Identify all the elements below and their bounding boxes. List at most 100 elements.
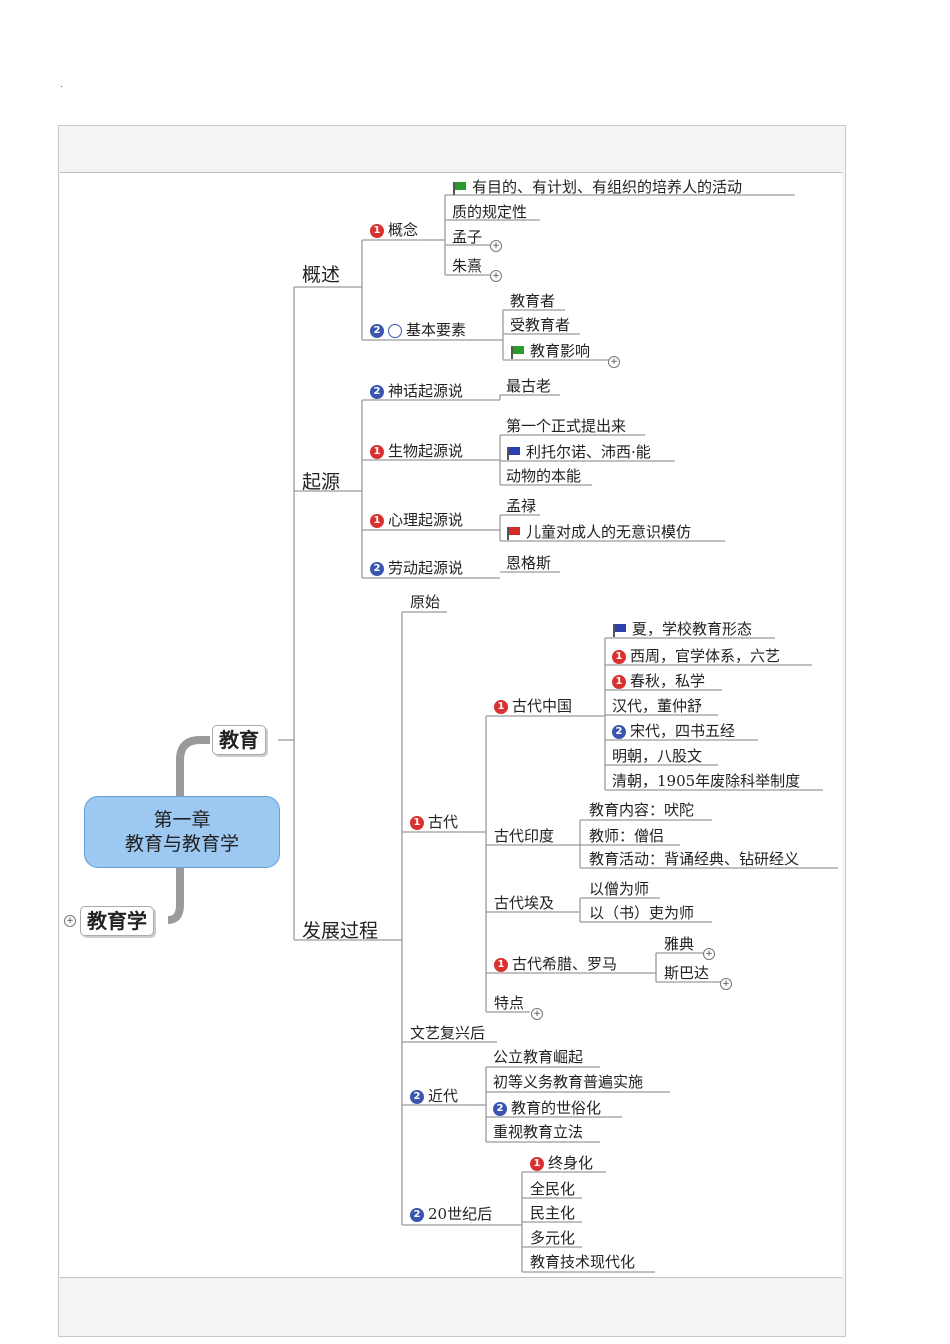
topic-shenhua-label: 神话起源说 [388,382,464,400]
c20-item[interactable]: 教育技术现代化 [530,1253,636,1271]
elements-item-text: 教育影响 [530,342,591,360]
topic-jiaoyu[interactable]: 教育 [212,725,266,755]
priority-2-icon: 2 [493,1102,507,1116]
elements-item[interactable]: 受教育者 [510,316,571,334]
flag-blue-icon [613,624,626,637]
china-item-text: 宋代，四书五经 [630,722,736,740]
egypt-item[interactable]: 以僧为师 [589,880,650,898]
topic-ancient-india[interactable]: 古代印度 [494,827,555,845]
expand-mengzi-icon[interactable]: + [490,240,502,252]
priority-1-icon: 1 [410,816,424,830]
topic-qiyuan[interactable]: 起源 [302,471,341,493]
concept-item[interactable]: 质的规定性 [452,203,528,221]
priority-1-icon: 1 [612,650,626,664]
origin-item[interactable]: 恩格斯 [506,554,552,572]
priority-2-icon: 2 [410,1090,424,1104]
topic-wenyi[interactable]: 文艺复兴后 [410,1024,486,1042]
china-item[interactable]: 清朝，1905年废除科举制度 [612,772,801,790]
page-marker: . [60,80,63,90]
expand-zhuxi-icon[interactable]: + [490,270,502,282]
origin-item[interactable]: 动物的本能 [506,467,582,485]
flag-red-icon [507,527,520,540]
priority-1-icon: 1 [530,1157,544,1171]
topic-jiaoyuxue[interactable]: 教育学 [80,906,154,936]
priority-1-icon: 1 [494,958,508,972]
topic-tedian[interactable]: 特点 [494,994,525,1012]
india-item[interactable]: 教育活动：背诵经典、钻研经义 [589,850,800,868]
concept-item[interactable]: 朱熹 [452,257,483,275]
c20-item[interactable]: 多元化 [530,1229,576,1247]
root-topic[interactable]: 第一章 教育与教育学 [84,796,280,868]
priority-2-icon: 2 [612,725,626,739]
c20-item[interactable]: 1 终身化 [530,1153,593,1173]
topic-gudai-label: 古代 [428,813,459,831]
greece-item[interactable]: 雅典 [664,935,695,953]
china-item[interactable]: 2 宋代，四书五经 [612,721,735,741]
china-item-text: 夏，学校教育形态 [632,620,753,638]
concept-item[interactable]: 孟子 [452,228,483,246]
topic-shengwu-label: 生物起源说 [388,442,464,460]
topic-20th-century[interactable]: 2 20世纪后 [410,1204,492,1224]
india-item[interactable]: 教育内容：吠陀 [589,801,695,819]
expand-sparta-icon[interactable]: + [720,978,732,990]
origin-item[interactable]: 第一个正式提出来 [506,417,627,435]
topic-ancient-egypt[interactable]: 古代埃及 [494,894,555,912]
expand-tedian-icon[interactable]: + [531,1008,543,1020]
topic-fazhan[interactable]: 发展过程 [302,920,379,942]
china-item[interactable]: 夏，学校教育形态 [612,619,752,639]
topic-laodong[interactable]: 2 劳动起源说 [370,558,463,578]
topic-gaishu[interactable]: 概述 [302,264,341,286]
topic-xinli[interactable]: 1 心理起源说 [370,510,463,530]
elements-item[interactable]: 教育影响 [510,341,590,361]
topic-jindai[interactable]: 2 近代 [410,1086,458,1106]
expand-jiaoyuxue-icon[interactable]: + [64,915,76,927]
origin-item[interactable]: 最古老 [506,377,552,395]
origin-item[interactable]: 儿童对成人的无意识模仿 [506,522,691,542]
topic-jindai-label: 近代 [428,1087,459,1105]
topic-shengwu[interactable]: 1 生物起源说 [370,441,463,461]
priority-1-icon: 1 [612,675,626,689]
elements-item[interactable]: 教育者 [510,292,556,310]
origin-item-text: 利托尔诺、沛西·能 [526,443,651,461]
c20-item-text: 终身化 [548,1154,594,1172]
priority-1-icon: 1 [370,514,384,528]
priority-1-icon: 1 [370,445,384,459]
jindai-item[interactable]: 公立教育崛起 [493,1048,584,1066]
jindai-item[interactable]: 2 教育的世俗化 [493,1098,601,1118]
jindai-item[interactable]: 初等义务教育普遍实施 [493,1073,644,1091]
sad-face-icon [388,324,402,338]
egypt-item[interactable]: 以（书）吏为师 [589,904,695,922]
priority-2-icon: 2 [370,562,384,576]
expand-influence-icon[interactable]: + [608,356,620,368]
topic-gudai[interactable]: 1 古代 [410,812,458,832]
china-item[interactable]: 明朝，八股文 [612,747,703,765]
c20-item[interactable]: 全民化 [530,1180,576,1198]
china-item[interactable]: 汉代，董仲舒 [612,697,703,715]
origin-item[interactable]: 利托尔诺、沛西·能 [506,442,651,462]
priority-2-icon: 2 [410,1208,424,1222]
expand-athens-icon[interactable]: + [703,948,715,960]
topic-laodong-label: 劳动起源说 [388,559,464,577]
greece-item[interactable]: 斯巴达 [664,964,710,982]
priority-1-icon: 1 [494,700,508,714]
concept-item[interactable]: 有目的、有计划、有组织的培养人的活动 [452,177,742,197]
origin-item[interactable]: 孟禄 [506,497,537,515]
india-item[interactable]: 教师：僧侣 [589,827,665,845]
flag-green-icon [453,182,466,195]
topic-yuanshi[interactable]: 原始 [410,593,441,611]
root-title-line2: 教育与教育学 [124,833,239,855]
topic-20th-label: 20世纪后 [428,1205,493,1223]
c20-item[interactable]: 民主化 [530,1204,576,1222]
root-title-line1: 第一章 [153,809,211,831]
jindai-item-text: 教育的世俗化 [511,1099,602,1117]
jindai-item[interactable]: 重视教育立法 [493,1123,584,1141]
topic-xinli-label: 心理起源说 [388,511,464,529]
